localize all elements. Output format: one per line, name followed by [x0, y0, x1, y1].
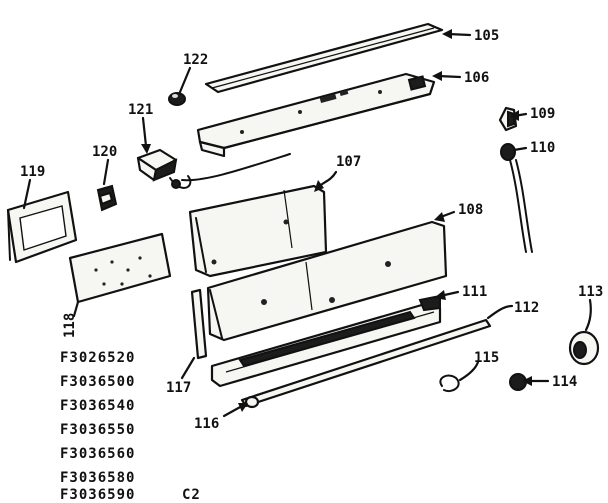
part-120-clip — [96, 184, 118, 212]
model-number: F3036550 — [60, 422, 135, 438]
part-116-bushing — [244, 395, 260, 409]
part-119-panel-frame — [6, 190, 78, 264]
part-105-trim-strip — [204, 22, 444, 94]
callout-105: 105 — [474, 28, 499, 44]
part-122-knob — [168, 92, 186, 106]
callout-118: 118 — [62, 313, 78, 338]
model-number: F3026520 — [60, 350, 135, 366]
callout-117: 117 — [166, 380, 191, 396]
part-111-grille-assembly — [210, 294, 442, 388]
callout-107: 107 — [336, 154, 361, 170]
callout-110: 110 — [530, 140, 555, 156]
part-117-side-strip — [190, 288, 208, 360]
model-number: F3036590 — [60, 487, 135, 503]
part-109-cap — [498, 106, 518, 132]
model-number: F3036540 — [60, 398, 135, 414]
part-121-switch — [136, 148, 291, 189]
part-115-spring-clip — [439, 374, 460, 392]
part-113-knob — [568, 330, 600, 366]
callout-106: 106 — [464, 70, 489, 86]
callout-121: 121 — [128, 102, 153, 118]
part-118-inner-panel — [68, 232, 172, 304]
callout-112: 112 — [514, 300, 539, 316]
leader-lines — [22, 29, 592, 418]
part-110-cable — [500, 143, 533, 253]
callout-115: 115 — [474, 350, 499, 366]
part-114-knob — [509, 373, 527, 391]
model-number: F3036500 — [60, 374, 135, 390]
callout-120: 120 — [92, 144, 117, 160]
callout-111: 111 — [462, 284, 487, 300]
callout-109: 109 — [530, 106, 555, 122]
model-number: F3036560 — [60, 446, 135, 462]
callout-122: 122 — [183, 52, 208, 68]
part-108-front-panel — [206, 220, 448, 342]
model-number-list: F3026520 F3036500 F3036540 F3036550 F303… — [60, 350, 201, 503]
model-number: F3036580 — [60, 470, 135, 486]
callout-114: 114 — [552, 374, 577, 390]
callout-116: 116 — [194, 416, 219, 432]
part-106-control-housing — [196, 72, 436, 158]
callout-119: 119 — [20, 164, 45, 180]
callout-108: 108 — [458, 202, 483, 218]
callout-113: 113 — [578, 284, 603, 300]
part-107-back-plate — [188, 184, 328, 278]
diagram-code: C2 — [182, 487, 201, 503]
callout-labels: 105 106 122 121 109 110 120 119 107 108 … — [20, 28, 603, 432]
